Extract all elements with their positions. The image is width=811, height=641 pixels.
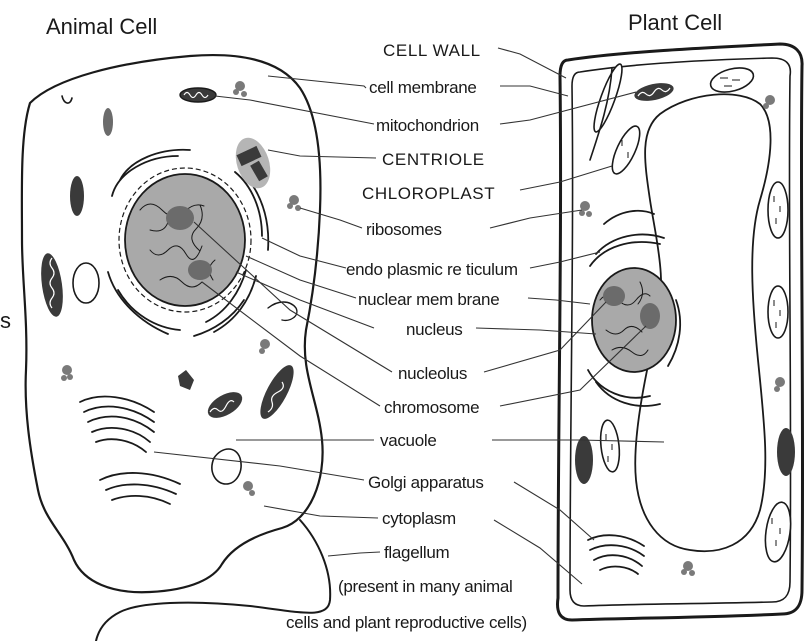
plant-golgi-apparatus	[588, 535, 644, 574]
centriole-icon	[230, 133, 277, 192]
label-nuclear-membrane: nuclear mem brane	[358, 290, 499, 309]
label-cytoplasm: cytoplasm	[382, 509, 456, 528]
leader-cell-membrane-left	[268, 76, 366, 88]
leader-cell-wall	[498, 48, 566, 78]
leader-er-left	[262, 238, 346, 268]
label-vacuole: vacuole	[380, 431, 437, 450]
leader-flagellum	[328, 552, 380, 556]
mitochondrion-icon	[38, 252, 67, 318]
label-centriole: CENTRIOLE	[382, 150, 485, 169]
leader-cytoplasm-right	[494, 520, 582, 584]
label-flagellum-note-2: cells and plant reproductive cells)	[286, 613, 527, 632]
label-chloroplast: CHLOROPLAST	[362, 184, 495, 203]
leader-chloroplast	[520, 166, 612, 190]
animal-nucleolus	[166, 206, 194, 230]
label-flagellum: flagellum	[384, 543, 449, 562]
animal-nucleus	[119, 168, 251, 312]
label-mitochondrion: mitochondrion	[376, 116, 479, 135]
leader-cytoplasm-left	[264, 506, 378, 518]
mitochondrion-icon	[70, 176, 84, 216]
leader-vacuole-right	[492, 440, 664, 442]
leader-nucleolus-right	[484, 302, 606, 372]
plant-chromosome	[640, 303, 660, 329]
label-nucleus: nucleus	[406, 320, 463, 339]
leader-golgi-right	[514, 482, 594, 540]
label-endoplasmic-reticulum: endo plasmic re ticulum	[346, 260, 518, 279]
animal-cell	[22, 55, 330, 641]
chloroplast-icon	[598, 419, 621, 473]
plant-nucleolus	[603, 286, 625, 306]
animal-cell-membrane	[22, 55, 323, 592]
animal-vacuole	[212, 449, 241, 484]
labels: CELL WALL cell membrane mitochondrion CE…	[286, 41, 527, 632]
animal-golgi-apparatus	[80, 397, 180, 504]
plant-nucleus-body	[592, 268, 676, 372]
label-ribosomes: ribosomes	[366, 220, 442, 239]
chloroplast-icon	[768, 182, 788, 238]
chloroplast-icon	[607, 123, 645, 178]
label-cell-membrane: cell membrane	[369, 78, 477, 97]
label-cell-wall: CELL WALL	[383, 41, 481, 60]
label-chromosome: chromosome	[384, 398, 479, 417]
cropped-text-fragment: s	[0, 308, 11, 333]
leader-chromosome-left	[202, 282, 380, 406]
leader-cell-membrane-right	[500, 86, 568, 96]
mitochondrion-icon	[204, 387, 247, 423]
leader-golgi-left	[154, 452, 364, 480]
label-nucleolus: nucleolus	[398, 364, 467, 383]
plant-nucleus	[592, 268, 676, 372]
plant-cell-title: Plant Cell	[628, 10, 722, 35]
chloroplast-icon	[768, 286, 788, 338]
mitochondrion-icon	[103, 108, 113, 136]
animal-inclusion	[178, 370, 194, 390]
plant-mitochondrion-icon	[777, 428, 795, 476]
leader-ribosomes-right	[490, 210, 582, 228]
animal-cell-title: Animal Cell	[46, 14, 157, 39]
mitochondrion-icon	[180, 88, 216, 102]
label-flagellum-note-1: (present in many animal	[338, 577, 513, 596]
animal-nucleus-body	[125, 174, 245, 306]
leader-mitochondrion-left	[215, 96, 374, 124]
animal-chromosome	[188, 260, 212, 280]
label-golgi-apparatus: Golgi apparatus	[368, 473, 484, 492]
plant-mitochondrion-icon	[575, 436, 593, 484]
membrane-notch	[62, 96, 72, 103]
leader-centriole	[268, 150, 376, 158]
leader-nuclear-membrane-left	[246, 256, 356, 298]
leader-ribosomes-left	[300, 208, 362, 228]
plant-cell	[558, 44, 803, 620]
chloroplast-icon	[762, 501, 794, 564]
animal-vacuole	[73, 263, 99, 303]
